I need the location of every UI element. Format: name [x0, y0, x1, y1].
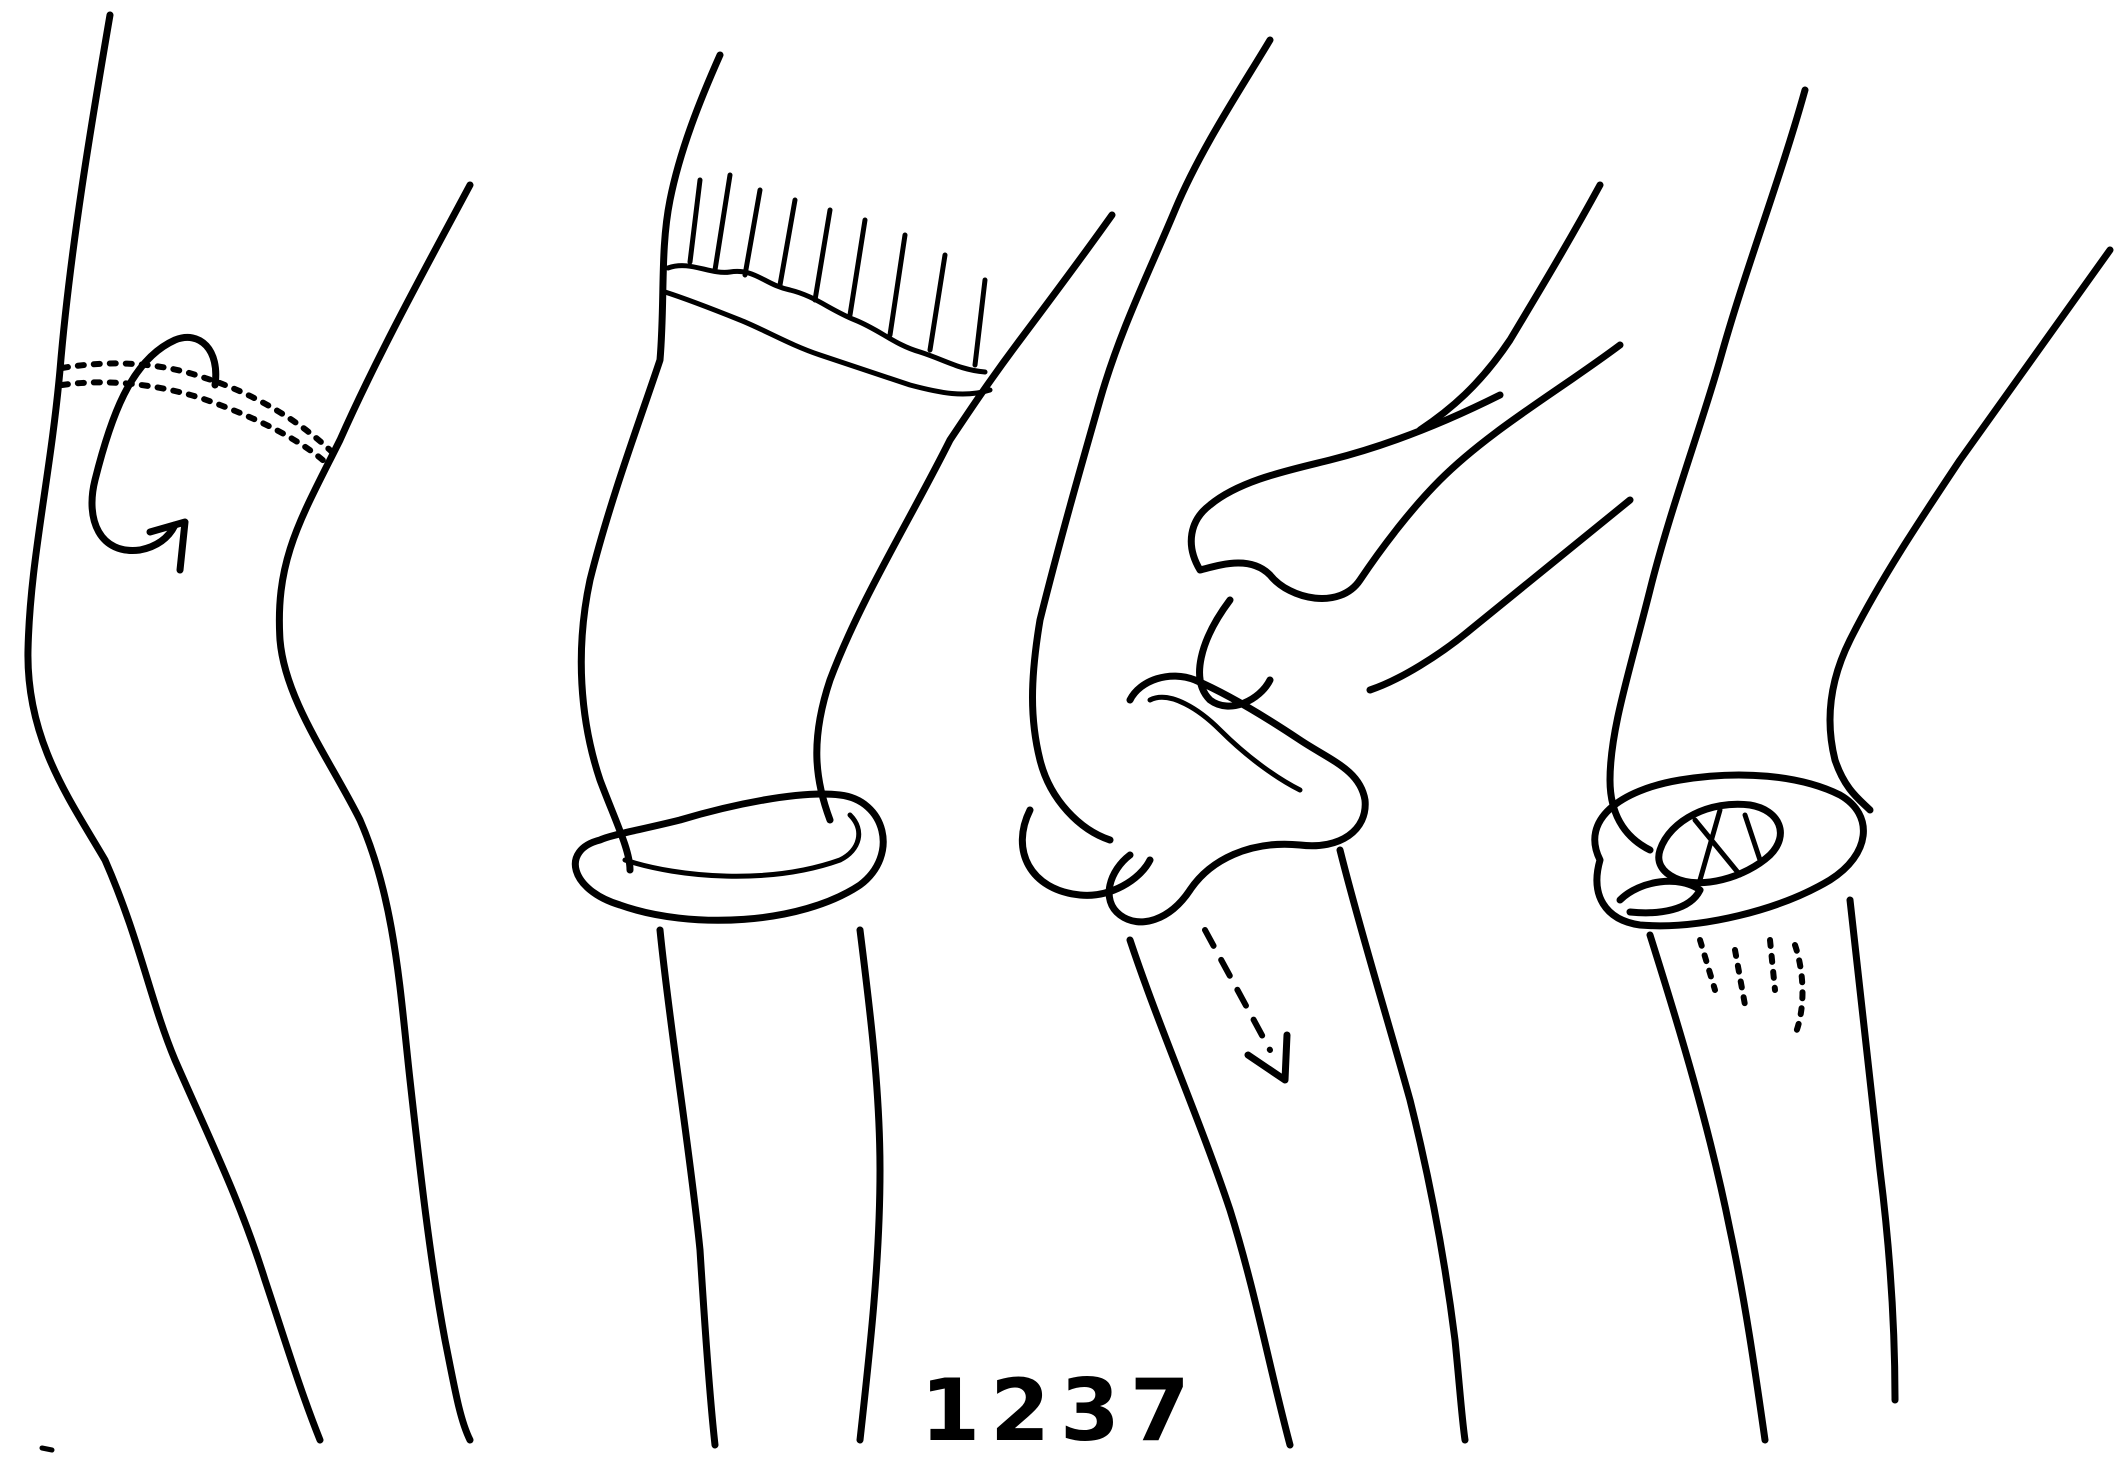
hand-upper-finger	[1370, 500, 1630, 690]
leg-2-lower-back	[660, 930, 715, 1445]
leg-panel-3	[1022, 40, 1630, 1445]
leg-3-back-outline	[1033, 40, 1271, 840]
twisted-roll-inner	[1150, 697, 1300, 790]
leg-1-front-outline	[279, 185, 470, 1440]
leg-4-front-outline	[1830, 250, 2110, 810]
leg-2-back-outline	[581, 55, 720, 870]
leg-4-back-outline	[1610, 90, 1805, 850]
leg-panel-4	[1595, 90, 2110, 1440]
leg-2-lower-front	[860, 930, 880, 1440]
knot-outer-ring	[1595, 775, 1864, 926]
pull-arrow-dashed	[1205, 930, 1270, 1050]
curved-arrow-icon	[92, 337, 216, 550]
leg-4-lower-front	[1850, 900, 1895, 1400]
rolled-stocking-ring	[575, 794, 883, 920]
leg-4-lower-back	[1650, 935, 1765, 1440]
leg-1-back-outline	[28, 15, 320, 1440]
leg-panel-1	[28, 15, 470, 1440]
twisted-roll-outer	[1109, 676, 1365, 922]
leg-3-lower-front	[1340, 850, 1465, 1440]
pull-arrow-head-icon	[1248, 1035, 1287, 1080]
leg-panel-2	[575, 55, 1112, 1445]
knot-tucked-end	[1620, 881, 1700, 913]
leg-3-front-outline	[1420, 185, 1600, 430]
figure-number: 1237	[920, 1368, 1200, 1454]
corner-mark	[42, 1448, 52, 1450]
motion-marks	[1700, 940, 1803, 1035]
